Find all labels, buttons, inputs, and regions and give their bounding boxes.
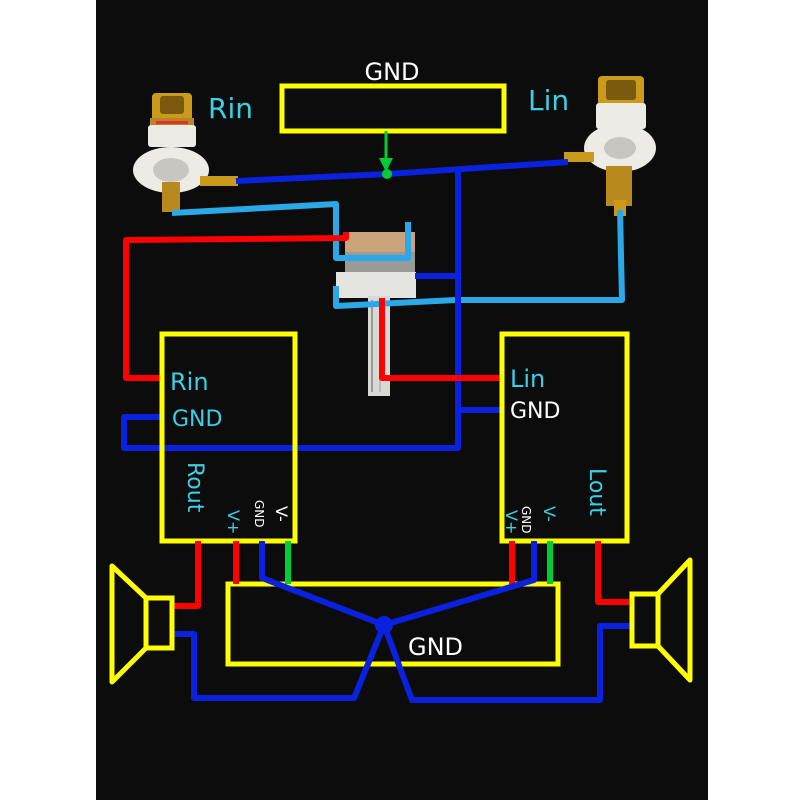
lout-speaker-wire (595, 541, 632, 605)
bottom-gnd-label: GND (408, 633, 463, 661)
lin-amp-out-label: Lout (584, 468, 609, 516)
rin-speaker-return-wire (174, 623, 387, 701)
left-jack-signal-wire (171, 201, 411, 261)
lin-amp-input-label: Lin (510, 365, 545, 393)
lin-amp-board (499, 331, 630, 544)
top-gnd-box (279, 83, 507, 134)
top-gnd-label: GND (364, 58, 419, 86)
lin-amp-vplus-label: V+ (502, 510, 521, 534)
rin-amp-signal-wire (123, 232, 349, 381)
rin-amp-vminus-label: V- (272, 506, 291, 522)
rin-jack-icon (133, 93, 238, 212)
left-speaker-icon (109, 563, 175, 685)
lin-amp-signal-wire (379, 298, 504, 381)
rin-amp-out-label: Rout (182, 462, 207, 513)
rin-amp-board (159, 331, 298, 544)
lin-speaker-return-wire (381, 623, 632, 703)
bottom-gnd-box (225, 581, 561, 667)
rin-amp-input-label: Rin (170, 368, 209, 396)
rin-amp-gnd-pin-label: GND (252, 500, 266, 528)
rin-amp-vplus-label: V+ (224, 510, 243, 534)
lin-jack-icon (564, 76, 656, 216)
lin-amp-gnd-pin-label: GND (519, 506, 533, 534)
lin-jack-label: Lin (528, 84, 569, 117)
ground-trunk-wire (121, 172, 461, 451)
rin-amp-gnd-label: GND (172, 407, 222, 432)
rout-speaker-wire (172, 541, 201, 609)
gnd-junction-dot (382, 169, 392, 179)
rin-jack-label: Rin (208, 92, 253, 125)
lin-amp-vminus-label: V- (540, 506, 559, 522)
rin-gnd-pin-wire (259, 541, 386, 628)
lin-amp-gnd-label: GND (510, 399, 560, 424)
right-speaker-icon (629, 557, 693, 683)
gnd-arrow-head (379, 158, 393, 172)
lin-gnd-pin-wire (383, 541, 537, 628)
